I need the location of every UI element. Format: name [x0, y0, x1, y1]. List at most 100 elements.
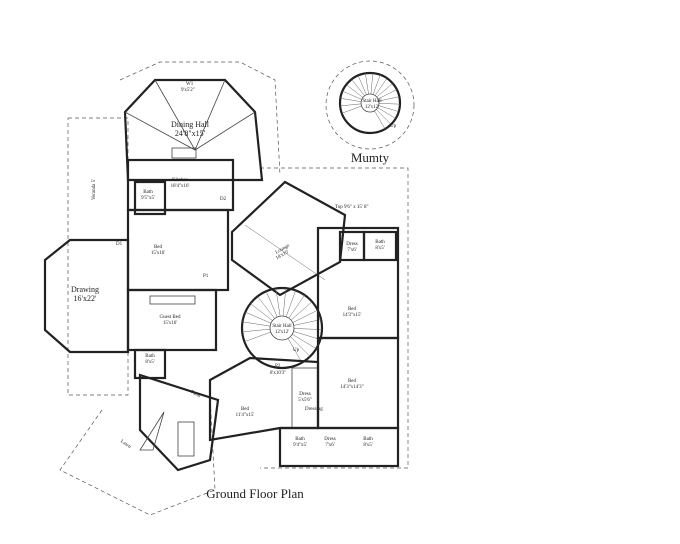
w1-size-note: 9'x5'2" [181, 88, 195, 93]
stair-step [257, 296, 275, 319]
stair-step [374, 110, 386, 130]
patio-wedge [138, 373, 220, 472]
boundary-lines [59, 60, 415, 516]
stair-step [365, 73, 369, 95]
stair-step [340, 103, 362, 107]
bath1-size: 9'5"x5' [141, 196, 155, 201]
top-note: Top 9'6" x 15' 8" [335, 205, 369, 210]
side-note: Veranda 5' [92, 179, 97, 200]
w1-note: W1 [186, 82, 194, 87]
central-spiral-stair [240, 286, 324, 370]
bath2-size: 8'x5' [145, 360, 154, 365]
dress3-size: 7'x6' [325, 443, 334, 448]
stair-step [245, 311, 272, 324]
stair-step [377, 107, 396, 119]
mumty-spiral-stair [338, 71, 402, 135]
bed2-size: 14'3"x15' [343, 313, 362, 318]
lounge-size: 18'x15' [275, 250, 290, 262]
stair-step [372, 74, 381, 95]
stair-step [293, 331, 321, 340]
stair-step [378, 105, 399, 112]
dining-hall-size: 24'8"x15' [175, 129, 206, 138]
mumty-stair-size: 12'x12' [365, 105, 379, 110]
dress2-label: Dress [299, 392, 310, 397]
mumty-stair-label: Stair Hall [362, 99, 382, 104]
up-note-2: Up [390, 124, 397, 129]
room-labels: Dining Hall 24'8"x15' Kitchen 18'4"x16' … [71, 99, 385, 450]
stair-step [290, 336, 311, 357]
bed3-label: Bed [348, 379, 357, 384]
dress2-size: 5'x5'6" [298, 398, 312, 403]
kitchen-size: 18'4"x16' [171, 184, 190, 189]
stair-step [242, 321, 271, 327]
stair-step [374, 78, 388, 96]
bath4-size: 9'4"x5' [293, 443, 307, 448]
bed1-size: 15'x16' [151, 251, 165, 256]
drawing-size: 16'x22' [74, 294, 97, 303]
lounge-walls [230, 180, 347, 297]
stair-step [341, 105, 362, 114]
guest-bed-size: 15'x16' [163, 321, 177, 326]
stair-step [357, 75, 367, 95]
p2-note: P2 [275, 364, 281, 369]
stair-step [370, 73, 374, 95]
plan-notes: Up Up W1 9'x5'2" D1 P1 D2 P2 Dressing 8'… [92, 82, 397, 412]
p1-note: P1 [203, 274, 209, 279]
stair-hall-label: Stair Hall [272, 324, 292, 329]
d1-note: D1 [116, 242, 123, 247]
dressing-note: Dressing [305, 407, 323, 412]
left-block-walls [43, 158, 235, 380]
drawing-label: Drawing [71, 285, 99, 294]
patio-label: Patio [190, 390, 202, 400]
bed4-size: 11'4"x15' [236, 413, 255, 418]
stair-step [377, 89, 397, 100]
stair-step [378, 96, 400, 102]
dress3-label: Dress [324, 437, 335, 442]
dress1-label: Dress [346, 242, 357, 247]
stair-step [242, 328, 271, 333]
bath5-label: Bath [363, 437, 373, 442]
stair-step [275, 288, 281, 317]
stair-step [290, 301, 313, 321]
lawn-label: Lawn [119, 439, 132, 450]
stair-step [250, 303, 273, 321]
stair-step [351, 79, 365, 97]
bath4-label: Bath [295, 437, 305, 442]
d2-note: D2 [220, 197, 227, 202]
stair-step [292, 309, 318, 323]
stair-step [342, 90, 362, 100]
stair-step [292, 333, 317, 349]
stair-step [288, 294, 305, 319]
stair-step [340, 98, 362, 102]
stair-step [282, 288, 287, 317]
bath3-size: 8'x5' [375, 246, 384, 251]
bath1-label: Bath [143, 190, 153, 195]
stair-dims-note: 8'x10'3" [270, 371, 286, 376]
dress1-size: 7'x6' [347, 248, 356, 253]
stair-step [346, 84, 364, 98]
stair-step [265, 291, 278, 318]
stair-step [378, 103, 400, 105]
bed4-label: Bed [241, 407, 250, 412]
bath3-label: Bath [375, 240, 385, 245]
stair-step [293, 319, 322, 326]
plan-title: Ground Floor Plan [206, 486, 304, 501]
guest-bed-label: Guest Bed [160, 315, 181, 320]
bath2-label: Bath [145, 354, 155, 359]
stair-step [285, 290, 296, 317]
bed2-label: Bed [348, 307, 357, 312]
up-note-1: Up [293, 348, 300, 353]
kitchen-label: Kitchen [172, 178, 188, 183]
stair-step [376, 109, 392, 125]
bed3-size: 14'3"x14'3" [340, 385, 363, 390]
bed1-label: Bed [154, 245, 163, 250]
stair-hall-size: 12'x12' [275, 330, 289, 335]
right-block-walls [208, 226, 400, 468]
bath5-size: 8'x5' [363, 443, 372, 448]
dining-hall-label: Dining Hall [171, 120, 210, 129]
stair-step [287, 338, 303, 363]
stair-step [244, 331, 271, 342]
mumty-title: Mumty [351, 150, 390, 165]
stair-step [376, 83, 393, 98]
